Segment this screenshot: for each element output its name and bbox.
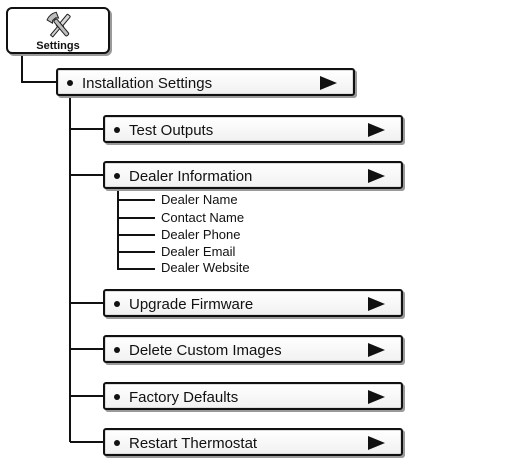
play-arrow-icon [368,436,385,450]
dealer-information-button[interactable]: Dealer Information [103,161,403,189]
upgrade-firmware-label: Upgrade Firmware [129,296,254,313]
dealer-information-label: Dealer Information [129,168,253,185]
dealer-email-item[interactable]: Dealer Email [161,244,236,259]
play-arrow-icon [368,390,385,404]
restart-thermostat-label: Restart Thermostat [129,435,258,452]
play-arrow-icon [320,76,337,90]
factory-defaults-label: Factory Defaults [129,389,239,406]
factory-defaults-button[interactable]: Factory Defaults [103,382,403,410]
settings-root-node[interactable]: Settings [6,7,110,54]
play-arrow-icon [368,343,385,357]
delete-custom-images-button[interactable]: Delete Custom Images [103,335,403,363]
dealer-name-item[interactable]: Dealer Name [161,192,238,207]
installation-settings-button[interactable]: Installation Settings [56,68,355,96]
restart-thermostat-button[interactable]: Restart Thermostat [103,428,403,456]
bullet-icon [114,127,120,133]
bullet-icon [67,80,73,86]
contact-name-item[interactable]: Contact Name [161,210,245,225]
test-outputs-button[interactable]: Test Outputs [103,115,403,143]
upgrade-firmware-button[interactable]: Upgrade Firmware [103,289,403,317]
wrench-screwdriver-icon [43,11,77,41]
settings-root-label: Settings [36,40,80,52]
play-arrow-icon [368,297,385,311]
test-outputs-label: Test Outputs [129,122,214,139]
delete-custom-images-label: Delete Custom Images [129,342,282,359]
bullet-icon [114,440,120,446]
play-arrow-icon [368,123,385,137]
bullet-icon [114,394,120,400]
dealer-phone-item[interactable]: Dealer Phone [161,227,241,242]
bullet-icon [114,173,120,179]
dealer-website-item[interactable]: Dealer Website [161,260,250,275]
play-arrow-icon [368,169,385,183]
bullet-icon [114,301,120,307]
bullet-icon [114,347,120,353]
installation-settings-label: Installation Settings [82,75,213,92]
